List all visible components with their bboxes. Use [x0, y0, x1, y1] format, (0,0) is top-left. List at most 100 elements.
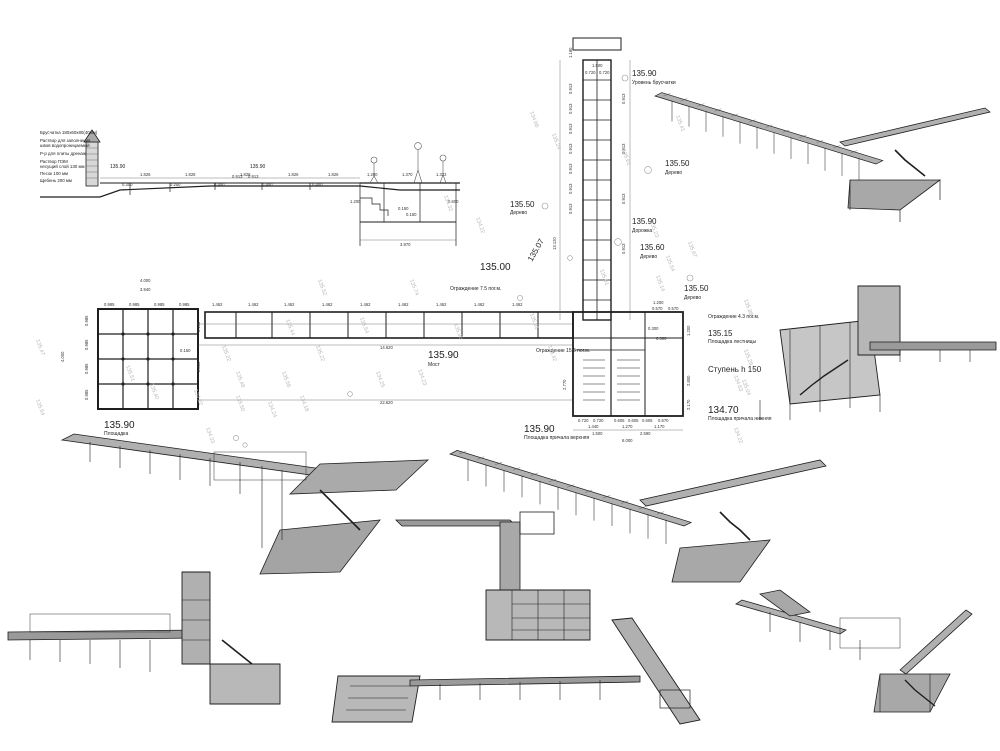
svg-text:1.462: 1.462: [512, 302, 523, 307]
svg-text:1.440: 1.440: [588, 424, 599, 429]
level-mark: 135.90: [428, 350, 459, 361]
svg-text:2.770: 2.770: [562, 379, 567, 390]
pier-plan: [572, 311, 684, 431]
svg-text:135.42: 135.42: [546, 345, 557, 363]
svg-text:1.826: 1.826: [328, 172, 339, 177]
svg-text:135.88: 135.88: [742, 299, 753, 317]
svg-text:134.32: 134.32: [442, 195, 453, 213]
svg-text:0.570: 0.570: [652, 306, 663, 311]
svg-text:1.462: 1.462: [360, 302, 371, 307]
level-mark: 135.90: [104, 420, 135, 431]
svg-text:0.913: 0.913: [232, 174, 243, 179]
svg-text:134.22: 134.22: [192, 389, 203, 407]
svg-text:0.913: 0.913: [621, 143, 626, 154]
svg-text:0.913: 0.913: [248, 174, 259, 179]
svg-text:135.67: 135.67: [686, 241, 697, 259]
svg-text:1.180: 1.180: [568, 47, 573, 58]
svg-text:0.985: 0.985: [84, 339, 89, 350]
svg-text:134.33: 134.33: [204, 427, 215, 445]
level-label: Площадка причала нижняя: [708, 416, 772, 422]
section-note: несущий слой 130 мм: [40, 164, 85, 169]
svg-text:134.18: 134.18: [298, 395, 309, 413]
svg-text:135.47: 135.47: [34, 339, 45, 357]
svg-text:135.50: 135.50: [234, 395, 245, 413]
level-mark: 135.07: [526, 237, 546, 263]
svg-text:1.462: 1.462: [436, 302, 447, 307]
svg-text:1.826: 1.826: [140, 172, 151, 177]
section-note: Раствор для заполнения: [40, 138, 91, 143]
svg-text:0.150: 0.150: [196, 321, 201, 332]
svg-text:0.720: 0.720: [578, 418, 589, 423]
level-label: Дерево: [640, 254, 657, 260]
svg-text:0.913: 0.913: [621, 243, 626, 254]
level-label: Дерево: [665, 170, 682, 176]
svg-text:4.000: 4.000: [140, 278, 151, 283]
level-label: Дерево: [684, 295, 701, 301]
railing-label: Ограждение 4.3 пог.м.: [708, 314, 759, 320]
svg-text:1.200: 1.200: [653, 300, 664, 305]
axonometric-view: [395, 511, 591, 641]
svg-text:0.400: 0.400: [312, 182, 323, 187]
svg-text:134.22: 134.22: [732, 427, 743, 445]
svg-text:0.985: 0.985: [84, 315, 89, 326]
svg-text:134.25: 134.25: [374, 371, 385, 389]
section-note: Раствор ПЭМ: [40, 159, 68, 164]
svg-text:0.913: 0.913: [568, 183, 573, 194]
svg-text:0.605: 0.605: [642, 418, 653, 423]
railing-label: Ограждение 7.5 пог.м.: [450, 286, 501, 292]
level-mark: 135.15: [708, 329, 733, 338]
level-mark: 135.60: [640, 243, 665, 252]
svg-text:135.04: 135.04: [740, 379, 751, 397]
axonometric-view: [654, 92, 991, 222]
section-note: Песок 100 мм: [40, 171, 68, 176]
level-mark: 135.90: [110, 164, 126, 170]
svg-text:1.170: 1.170: [654, 424, 665, 429]
svg-text:135.22: 135.22: [314, 345, 325, 363]
level-mark: 135.50: [684, 284, 709, 293]
svg-text:6.000: 6.000: [622, 438, 633, 443]
svg-text:135.54: 135.54: [34, 399, 45, 417]
svg-text:0.300: 0.300: [648, 326, 659, 331]
svg-text:135.54: 135.54: [664, 255, 675, 273]
svg-text:135.44: 135.44: [284, 319, 295, 337]
svg-text:0.150: 0.150: [406, 212, 417, 217]
svg-text:4.000: 4.000: [60, 351, 65, 362]
svg-text:0.600: 0.600: [448, 199, 459, 204]
svg-text:0.985: 0.985: [154, 302, 165, 307]
svg-text:1.462: 1.462: [474, 302, 485, 307]
svg-text:0.720: 0.720: [585, 70, 596, 75]
section-note: Щебень 200 мм: [40, 178, 72, 183]
svg-text:135.56: 135.56: [280, 371, 291, 389]
section-note: Р-р для плиты дренаж: [40, 151, 86, 156]
svg-text:0.300: 0.300: [122, 182, 133, 187]
topo-marks: 134.66 134.22 135.61 135.24 135.61 135.2…: [34, 111, 753, 445]
level-label: Уровень брусчатки: [632, 80, 676, 86]
axonometric-view: [331, 617, 701, 725]
svg-text:0.400: 0.400: [214, 182, 225, 187]
bridge-plan: [198, 311, 574, 401]
svg-text:0.720: 0.720: [599, 70, 610, 75]
svg-text:0.985: 0.985: [104, 302, 115, 307]
stairs-label: Ступень h 150: [708, 365, 762, 374]
svg-text:2.170: 2.170: [686, 399, 691, 410]
svg-text:0.913: 0.913: [568, 123, 573, 134]
svg-text:135.31: 135.31: [528, 313, 539, 331]
level-mark: 135.90: [250, 164, 266, 170]
svg-text:22.620: 22.620: [380, 400, 393, 405]
svg-text:135.23: 135.23: [648, 221, 659, 239]
axonometric-view: [759, 285, 997, 420]
axonometric-view: [449, 450, 827, 583]
level-mark: 135.00: [480, 262, 511, 273]
walkway-plan: [559, 37, 631, 321]
svg-text:1.322: 1.322: [436, 172, 447, 177]
axonometric-view: [735, 589, 973, 713]
svg-text:135.61: 135.61: [598, 269, 609, 287]
svg-text:0.913: 0.913: [621, 193, 626, 204]
svg-text:1.500: 1.500: [592, 431, 603, 436]
svg-text:134.66: 134.66: [528, 111, 539, 129]
svg-text:1.200: 1.200: [350, 199, 361, 204]
svg-text:134.22: 134.22: [474, 217, 485, 235]
svg-text:0.300: 0.300: [656, 336, 667, 341]
svg-text:0.400: 0.400: [262, 182, 273, 187]
svg-text:1.270: 1.270: [622, 424, 633, 429]
